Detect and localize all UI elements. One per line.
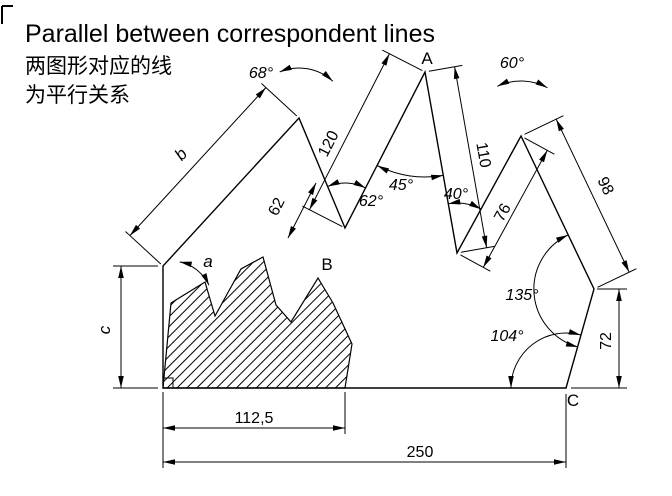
- extension-line: [597, 268, 637, 288]
- angle-label-68: 68°: [249, 65, 274, 82]
- page-title: Parallel between correspondent lines: [25, 20, 435, 48]
- extension-line: [382, 49, 423, 72]
- point-label-B: B: [321, 255, 332, 274]
- dimension-line: [482, 150, 548, 268]
- subtitle-line-1: 两图形对应的线: [25, 55, 172, 78]
- point-label-A: A: [421, 49, 433, 68]
- angle-arc: [327, 179, 366, 189]
- angle-a: a: [179, 252, 213, 286]
- dim-label-120: 120: [315, 128, 342, 160]
- dimension-250: 250: [163, 394, 567, 468]
- angle-60: 60°: [497, 55, 548, 89]
- extension-line: [524, 115, 564, 135]
- dimension-98: 98: [524, 115, 637, 288]
- dim-label-c: c: [95, 325, 114, 334]
- extension-line: [428, 64, 463, 72]
- dim-label-112-5: 112,5: [235, 410, 274, 427]
- dim-label-110: 110: [472, 141, 493, 169]
- extension-line: [460, 245, 495, 253]
- dim-label-72: 72: [598, 332, 615, 350]
- dimension-62: 62: [265, 182, 317, 239]
- dimension-line: [308, 53, 390, 211]
- dim-label-98: 98: [594, 174, 617, 197]
- angle-arc: [279, 64, 334, 82]
- dim-label-76: 76: [491, 201, 515, 225]
- subtitle-line-2: 为平行关系: [25, 84, 130, 107]
- angle-arc: [179, 261, 210, 286]
- angle-104: 104°: [490, 328, 581, 389]
- angle-arc: [376, 165, 444, 181]
- angle-68: 68°: [249, 64, 334, 82]
- dim-label-250: 250: [407, 444, 434, 461]
- angle-label-62: 62°: [359, 193, 384, 210]
- angle-arc: [448, 198, 482, 210]
- extension-line: [524, 137, 555, 155]
- angle-label-135: 135°: [505, 287, 539, 304]
- angle-label-40: 40°: [444, 186, 469, 203]
- corner-mark: [1, 5, 13, 24]
- dim-label-62: 62: [265, 195, 288, 219]
- angle-label-a: a: [203, 252, 212, 271]
- point-label-C: C: [567, 391, 579, 410]
- dim-label-b: b: [171, 144, 191, 164]
- extension-line: [125, 231, 162, 265]
- angle-40: 40°: [444, 186, 482, 210]
- extension-line: [302, 205, 343, 228]
- dimension-line: [453, 66, 488, 248]
- extension-line: [261, 83, 298, 117]
- angle-label-60: 60°: [500, 55, 525, 72]
- dimension-c: c: [95, 265, 158, 389]
- dimension-112-5: 112,5: [162, 392, 346, 468]
- angle-label-104: 104°: [490, 328, 524, 345]
- angle-45: 45°: [376, 165, 444, 194]
- dimension-72: 72: [571, 288, 627, 389]
- angle-arc: [497, 78, 548, 89]
- angle-arc: [508, 329, 581, 389]
- angle-label-45: 45°: [389, 177, 414, 194]
- angle-62: 62°: [327, 179, 384, 210]
- dimension-b: b: [125, 83, 298, 265]
- dimension-line: [129, 87, 267, 236]
- dimension-76: 76: [460, 137, 555, 272]
- hatched-region: [162, 256, 353, 389]
- dimension-line: [287, 182, 317, 239]
- extension-line: [460, 254, 491, 272]
- dimension-line: [555, 118, 630, 273]
- angle-arc: [533, 234, 579, 348]
- dimension-110: 110: [428, 64, 495, 253]
- right-angle-marker: [162, 377, 174, 389]
